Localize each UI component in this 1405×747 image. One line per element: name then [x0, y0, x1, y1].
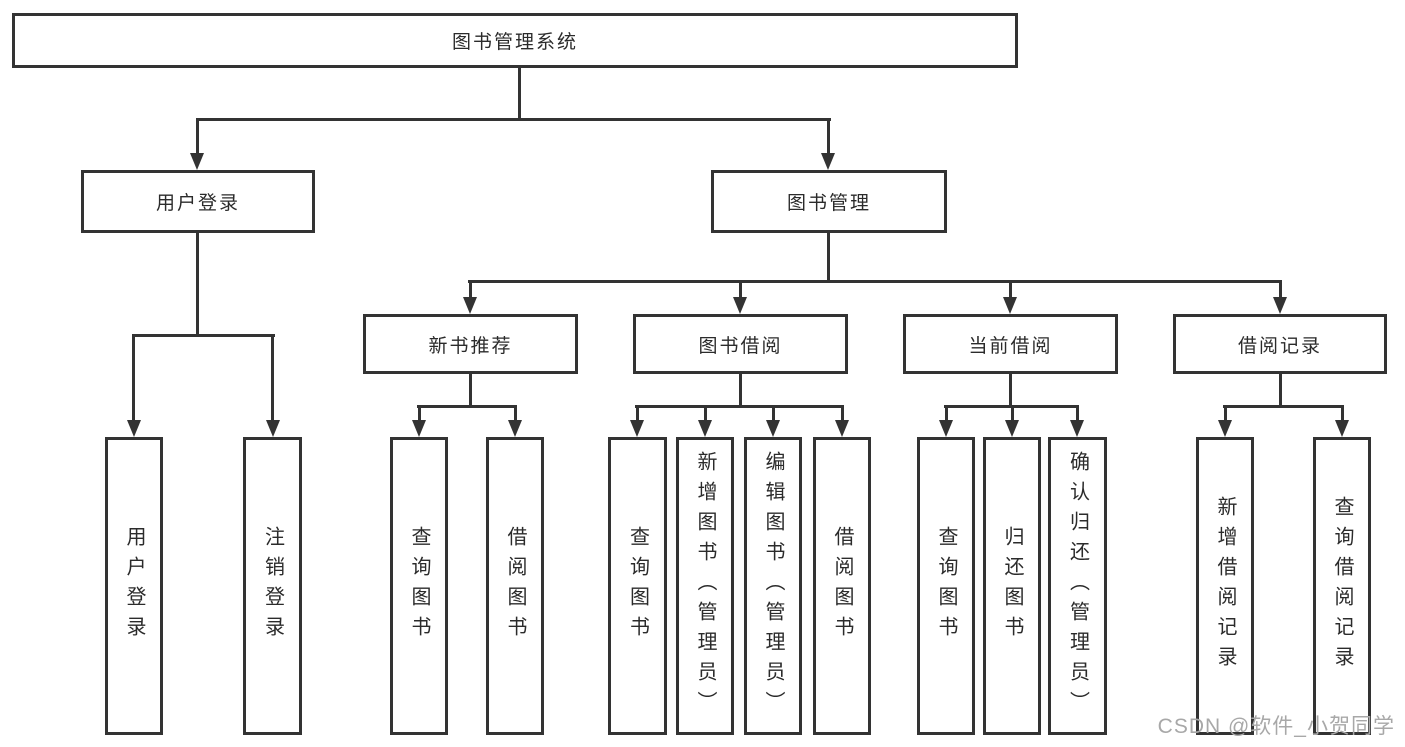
node-leaf-query-book-recommend-label: 查询图书	[408, 526, 430, 646]
connector-root-splitter	[196, 118, 831, 121]
connector-current-borrow-stem	[1009, 374, 1012, 407]
node-leaf-return-book: 归还图书	[983, 437, 1041, 735]
connector-drop-leaf-logout	[271, 334, 274, 421]
node-root-system-label: 图书管理系统	[451, 32, 578, 53]
connector-new-book-stem	[469, 374, 472, 407]
connector-user-login-stem	[196, 233, 199, 336]
arrowhead-borrow-book-1	[508, 420, 522, 437]
arrowhead-confirm-return	[1070, 420, 1084, 437]
connector-user-login-splitter	[132, 334, 275, 337]
connector-borrow-records-stem	[1279, 374, 1282, 407]
connector-drop-add-book	[704, 405, 707, 422]
node-leaf-edit-book-admin-label: 编辑图书（管理员）	[762, 451, 784, 721]
node-book-borrow-label: 图书借阅	[698, 335, 783, 357]
connector-book-mgmt-splitter	[468, 280, 1282, 283]
node-leaf-return-book-label: 归还图书	[1001, 526, 1023, 646]
arrowhead-query-book-2	[630, 420, 644, 437]
connector-book-borrow-splitter	[635, 405, 844, 408]
node-leaf-confirm-return-admin-label: 确认归还（管理员）	[1066, 451, 1089, 721]
node-new-book-recommend-label: 新书推荐	[428, 335, 513, 357]
node-leaf-query-book-recommend: 查询图书	[390, 437, 448, 735]
arrowhead-query-book-1	[412, 420, 426, 437]
node-leaf-add-borrow-record: 新增借阅记录	[1196, 437, 1254, 735]
connector-drop-new-book	[469, 280, 472, 299]
connector-drop-leaf-login	[132, 334, 135, 421]
node-leaf-borrow-book-recommend-label: 借阅图书	[504, 526, 526, 646]
arrowhead-book-mgmt	[821, 153, 835, 170]
arrowhead-current-borrow	[1003, 297, 1017, 314]
arrowhead-add-record	[1218, 420, 1232, 437]
node-leaf-add-book-admin-label: 新增图书（管理员）	[694, 451, 716, 721]
connector-drop-query-book-3	[945, 405, 948, 422]
node-book-management-label: 图书管理	[786, 193, 871, 214]
node-leaf-query-book-borrow-label: 查询图书	[626, 526, 649, 646]
node-leaf-borrow-book: 借阅图书	[813, 437, 871, 735]
node-new-book-recommend: 新书推荐	[363, 314, 578, 374]
node-leaf-confirm-return-admin: 确认归还（管理员）	[1048, 437, 1107, 735]
node-leaf-query-borrow-record-label: 查询借阅记录	[1331, 496, 1353, 676]
node-leaf-borrow-book-label: 借阅图书	[831, 526, 853, 646]
node-current-borrow-label: 当前借阅	[968, 335, 1053, 357]
arrowhead-user-login	[190, 153, 204, 170]
node-leaf-query-book-borrow: 查询图书	[608, 437, 667, 735]
node-leaf-query-book-current-label: 查询图书	[935, 526, 957, 646]
arrowhead-borrow-records	[1273, 297, 1287, 314]
node-leaf-add-book-admin: 新增图书（管理员）	[676, 437, 734, 735]
connector-drop-current-borrow	[1009, 280, 1012, 299]
arrowhead-leaf-logout	[266, 420, 280, 437]
csdn-watermark: CSDN @软件_小贺同学	[1157, 715, 1395, 738]
connector-drop-borrow-book-2	[841, 405, 844, 422]
connector-drop-confirm-return	[1076, 405, 1079, 422]
node-leaf-user-login-label: 用户登录	[123, 526, 145, 646]
connector-drop-book-mgmt	[827, 118, 830, 154]
node-leaf-logout-label: 注销登录	[261, 526, 284, 646]
node-borrow-records: 借阅记录	[1173, 314, 1387, 374]
connector-drop-book-borrow	[739, 280, 742, 299]
arrowhead-add-book	[698, 420, 712, 437]
arrowhead-edit-book	[766, 420, 780, 437]
node-leaf-add-borrow-record-label: 新增借阅记录	[1214, 496, 1236, 676]
arrowhead-new-book	[463, 297, 477, 314]
connector-drop-user-login	[196, 118, 199, 154]
node-book-borrow: 图书借阅	[633, 314, 848, 374]
arrowhead-return-book	[1005, 420, 1019, 437]
node-leaf-borrow-book-recommend: 借阅图书	[486, 437, 544, 735]
arrowhead-borrow-book-2	[835, 420, 849, 437]
node-book-management: 图书管理	[711, 170, 947, 233]
node-user-login: 用户登录	[81, 170, 315, 233]
node-leaf-logout: 注销登录	[243, 437, 302, 735]
connector-borrow-records-splitter	[1223, 405, 1343, 408]
node-root-system: 图书管理系统	[12, 13, 1018, 68]
node-leaf-query-book-current: 查询图书	[917, 437, 975, 735]
node-leaf-query-borrow-record: 查询借阅记录	[1313, 437, 1371, 735]
connector-drop-query-book-2	[636, 405, 639, 422]
connector-drop-query-record	[1341, 405, 1344, 422]
connector-drop-borrow-records	[1279, 280, 1282, 299]
node-current-borrow: 当前借阅	[903, 314, 1118, 374]
arrowhead-book-borrow	[733, 297, 747, 314]
connector-drop-edit-book	[772, 405, 775, 422]
node-borrow-records-label: 借阅记录	[1237, 335, 1322, 357]
arrowhead-query-book-3	[939, 420, 953, 437]
connector-drop-return-book	[1011, 405, 1014, 422]
node-leaf-user-login: 用户登录	[105, 437, 163, 735]
arrowhead-leaf-login	[127, 420, 141, 437]
connector-new-book-splitter	[417, 405, 517, 408]
arrowhead-query-record	[1335, 420, 1349, 437]
node-leaf-edit-book-admin: 编辑图书（管理员）	[744, 437, 802, 735]
node-user-login-label: 用户登录	[155, 193, 240, 214]
connector-book-borrow-stem	[739, 374, 742, 407]
connector-drop-borrow-book-1	[514, 405, 517, 422]
connector-drop-add-record	[1224, 405, 1227, 422]
connector-book-mgmt-stem	[827, 233, 830, 282]
connector-drop-query-book-1	[418, 405, 421, 422]
connector-root-stem	[518, 68, 521, 121]
